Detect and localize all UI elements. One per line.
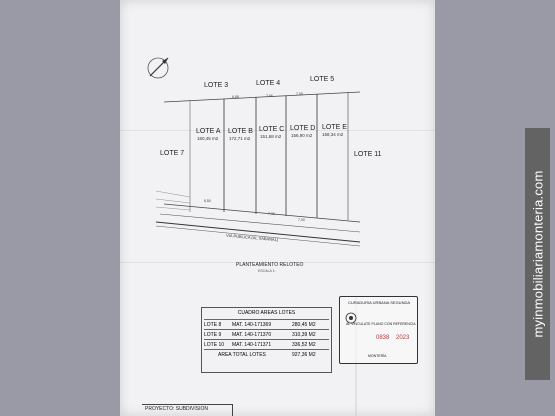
table-cell-mat: MAT. 140-171369 <box>232 321 272 328</box>
lote-area: 156,90 m2 <box>291 133 313 138</box>
watermark-banner: myinmobiliariamonteria.com <box>525 128 550 380</box>
stamp-office: CURADURIA URBANA SEGUNDA <box>348 300 411 305</box>
lote-label: LOTE D <box>290 125 316 132</box>
lote-top-label: LOTE 4 <box>256 80 281 87</box>
table-total-row: AREA TOTAL LOTES 927,36 M2 <box>204 349 329 358</box>
project-label-box: PROYECTO: SUBDIVISION <box>142 404 233 416</box>
dimension-label: 7,05 <box>296 92 303 96</box>
table-row: LOTE 10 MAT. 140-171371 336,52 M2 <box>204 339 329 348</box>
table-cell-lote: LOTE 10 <box>204 341 225 348</box>
curaduria-stamp: CURADURIA URBANA SEGUNDA AL VINCULATE PL… <box>339 296 418 364</box>
lote-right-label: LOTE 11 <box>354 151 382 158</box>
north-arrow-icon <box>147 57 169 79</box>
dimension-label: 6,50 <box>204 199 211 203</box>
table-total-label: AREA TOTAL LOTES <box>218 351 266 358</box>
dimension-label: 7,00 <box>298 218 305 222</box>
lote-area: 172,71 m2 <box>229 136 251 141</box>
stamp-emblem-icon <box>345 312 357 324</box>
stamp-note: AL VINCULATE PLANO CON REFERENCIA <box>346 322 416 326</box>
watermark-text: myinmobiliariamonteria.com <box>530 170 545 338</box>
table-cell-area: 280,45 M2 <box>292 321 316 328</box>
lote-label: LOTE E <box>322 124 347 131</box>
stamp-number: 0838 <box>376 335 390 341</box>
dimension-label: 7,36 <box>268 212 275 216</box>
lote-label: LOTE B <box>228 128 253 135</box>
lote-top-label: LOTE 5 <box>310 76 335 83</box>
lote-label: LOTE A <box>196 128 221 135</box>
table-row: LOTE 9 MAT. 140-171370 310,39 M2 <box>204 329 329 338</box>
lote-top-label: LOTE 3 <box>204 82 229 89</box>
project-label: PROYECTO: SUBDIVISION <box>145 406 208 412</box>
lote-area: 158,34 m2 <box>322 132 344 137</box>
table-cell-area: 310,39 M2 <box>292 331 316 338</box>
paper-sheet: LOTE 3 LOTE 4 LOTE 5 6,88 7,66 7,05 LOTE… <box>120 0 435 416</box>
table-cell-mat: MAT. 140-171370 <box>232 331 272 338</box>
table-cell-lote: LOTE 9 <box>204 331 222 338</box>
table-cell-lote: LOTE 8 <box>204 321 222 328</box>
table-total-value: 927,36 M2 <box>292 351 316 358</box>
table-cell-mat: MAT. 140-171371 <box>232 341 272 348</box>
plan-scale: ESCALA 1: <box>258 269 276 273</box>
site-plan-drawing <box>147 57 361 416</box>
lote-label: LOTE C <box>259 126 285 133</box>
fold-line <box>120 262 435 263</box>
areas-table-title: CUADRO AREAS LOTES <box>237 310 296 316</box>
stamp-year: 2023 <box>396 335 410 341</box>
lote-left-label: LOTE 7 <box>160 150 185 157</box>
lote-area: 160,45 m2 <box>197 136 219 141</box>
plan-title: PLANTEAMIENTO RELOTEO <box>236 262 304 268</box>
fold-line <box>120 130 435 131</box>
stamp-footer: MONTERÍA <box>368 354 387 358</box>
table-cell-area: 336,52 M2 <box>292 341 316 348</box>
table-row: LOTE 8 MAT. 140-171369 280,45 M2 <box>204 319 329 328</box>
dimension-label: 6,88 <box>232 95 239 99</box>
dimension-label: 7,66 <box>266 94 273 98</box>
lote-area: 151,68 m2 <box>260 134 282 139</box>
areas-table: CUADRO AREAS LOTES LOTE 8 MAT. 140-17136… <box>201 307 332 373</box>
